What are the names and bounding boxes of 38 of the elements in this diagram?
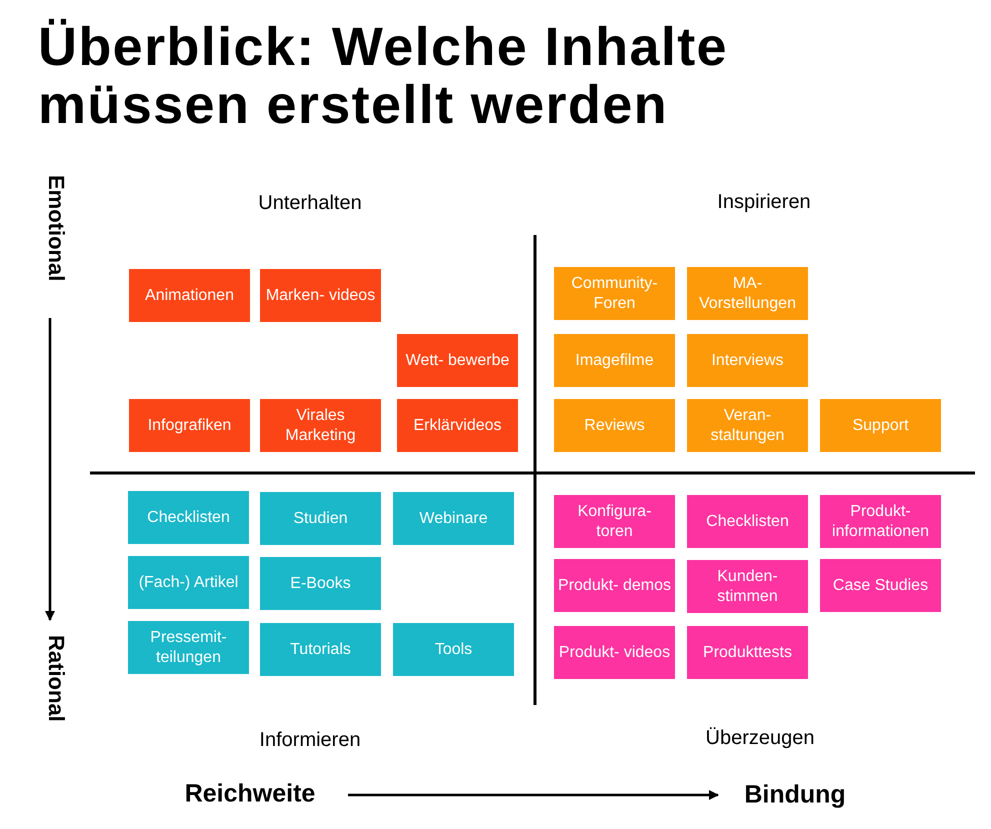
content-box: Produkt- informationen (820, 495, 941, 548)
content-box: Checklisten (687, 495, 808, 548)
content-box: E-Books (260, 557, 381, 610)
content-box: Animationen (129, 269, 250, 322)
quadrant-label: Informieren (259, 728, 361, 753)
content-box: Erklärvideos (397, 399, 518, 452)
content-box: Produkt- demos (554, 559, 675, 612)
content-box: Tools (393, 623, 514, 676)
title: Überblick: Welche Inhalte müssen erstellt werden (38, 18, 729, 134)
content-box: (Fach-) Artikel (128, 556, 249, 609)
content-box: Support (820, 399, 941, 452)
content-box: Konfigura- toren (554, 495, 675, 548)
content-box: Veran- staltungen (687, 399, 808, 452)
axis-label: Reichweite (184, 778, 316, 810)
content-box: Pressemit- teilungen (128, 621, 249, 674)
content-box: MA- Vorstellungen (687, 267, 808, 320)
quadrant-label: Überzeugen (706, 726, 814, 751)
content-box: Reviews (554, 399, 675, 452)
quadrant-label: Unterhalten (258, 191, 362, 216)
content-box: Infografiken (129, 399, 250, 452)
content-box: Virales Marketing (260, 399, 381, 452)
content-box: Kunden- stimmen (687, 560, 808, 613)
axis-label: Rational (45, 635, 67, 722)
content-box: Tutorials (260, 623, 381, 676)
content-box: Interviews (687, 334, 808, 387)
axis-label: Bindung (744, 779, 846, 810)
quadrant-label: Inspirieren (717, 190, 811, 215)
content-box: Produkt- videos (554, 626, 675, 679)
content-box: Imagefilme (554, 334, 675, 387)
content-box: Marken- videos (260, 269, 381, 322)
content-box: Produkttests (687, 626, 808, 679)
content-box: Wett- bewerbe (397, 334, 518, 387)
content-box: Community- Foren (554, 267, 675, 320)
content-box: Checklisten (128, 491, 249, 544)
content-box: Webinare (393, 492, 514, 545)
axis-label: Emotional (45, 175, 67, 282)
content-box: Studien (260, 492, 381, 545)
content-box: Case Studies (820, 559, 941, 612)
